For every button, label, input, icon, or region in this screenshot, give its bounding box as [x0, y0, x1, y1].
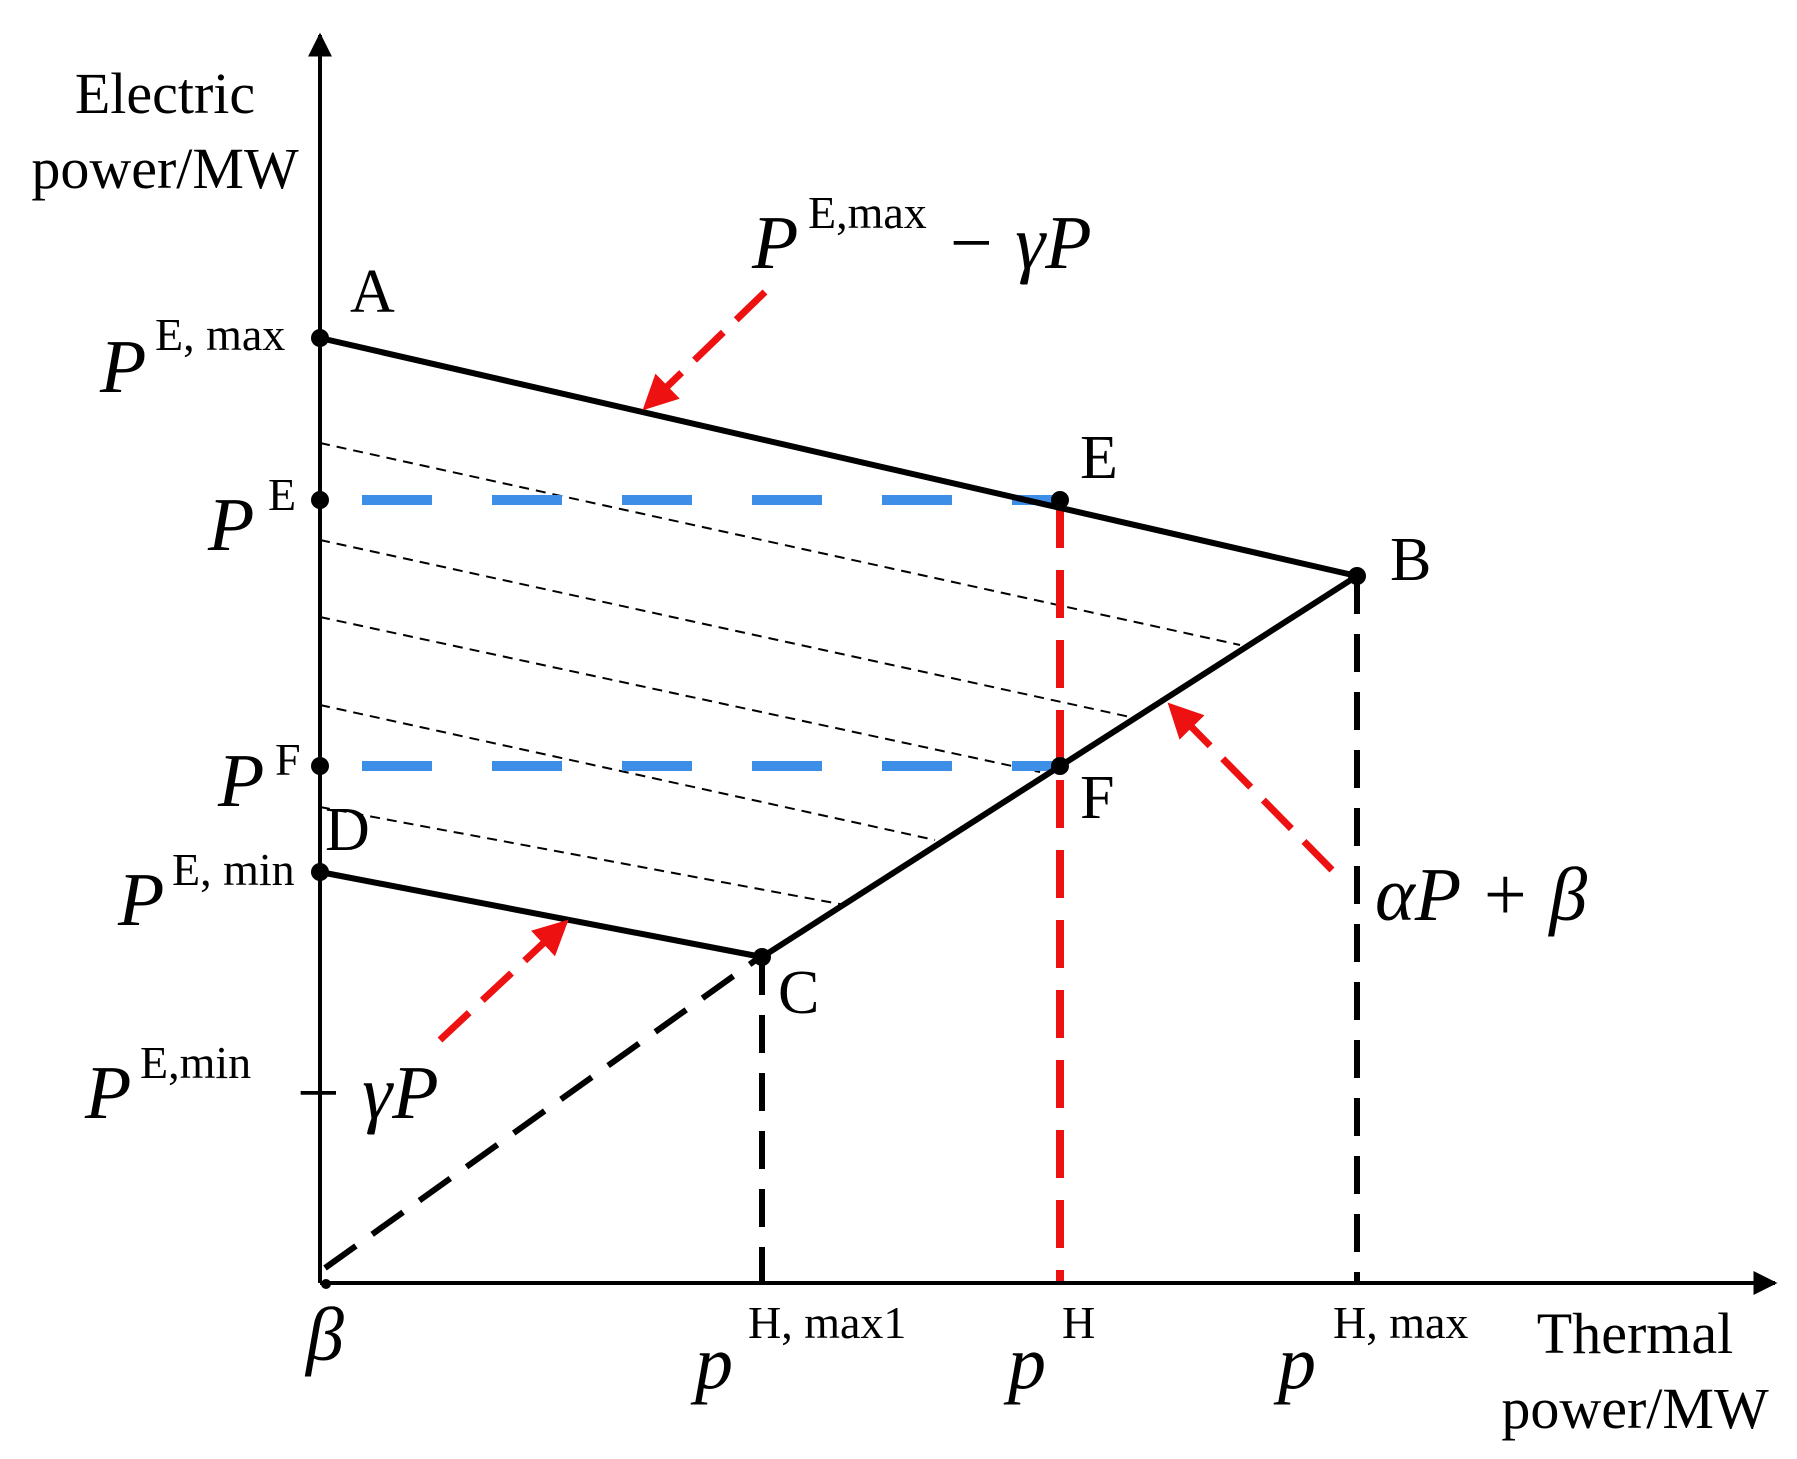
- point-c-label: C: [778, 959, 819, 1027]
- y-tick-e: P E: [207, 469, 296, 567]
- x-tick-hmax-base: p: [1273, 1321, 1316, 1405]
- x-tick-hmax1: p H, max1: [690, 1297, 906, 1405]
- point-d-dot: [311, 863, 329, 881]
- point-b-dot: [1348, 567, 1366, 585]
- y-tick-f-sup: F: [275, 734, 301, 785]
- hatch-line: [319, 616, 1041, 773]
- y-tick-emin-base: P: [117, 858, 164, 942]
- point-f-dot: [1051, 757, 1069, 775]
- upper-formula-base: P: [751, 201, 798, 285]
- x-tick-origin: β: [304, 1293, 344, 1377]
- hatch-line: [319, 539, 1131, 718]
- level-lines: [362, 495, 1060, 771]
- y-tick-emin: P E, min: [117, 844, 295, 942]
- point-b-label: B: [1390, 526, 1431, 594]
- projection-lines: [323, 500, 1360, 1283]
- point-a-label: A: [350, 258, 395, 326]
- y-tick-e-base: P: [207, 483, 254, 567]
- x-tick-hmax: p H, max: [1273, 1297, 1468, 1405]
- annotation-arrows: [437, 289, 1335, 1043]
- x-axis-title-line1: Thermal: [1537, 1301, 1733, 1366]
- axes: [308, 32, 1778, 1295]
- extension-line-origin-to-c: [323, 954, 762, 1271]
- y-axis-title-line1: Electric: [75, 61, 255, 126]
- point-f-label: F: [1080, 764, 1114, 832]
- boundary-a-b: [319, 335, 1358, 579]
- x-tick-h-sup: H: [1062, 1297, 1095, 1348]
- x-tick-hmax1-base: p: [690, 1321, 733, 1405]
- point-d-label: D: [325, 796, 370, 864]
- x-axis-title-line2: power/MW: [1501, 1376, 1769, 1441]
- y-tick-emax: P E, max: [99, 309, 285, 409]
- y-tick-emax-sup: E, max: [155, 309, 285, 360]
- hatch-line: [319, 442, 1241, 646]
- right-boundary-formula: αP + β: [1375, 853, 1587, 937]
- upper-boundary-formula: P E,max − γP: [751, 187, 1092, 285]
- point-pe-dot: [311, 491, 329, 509]
- x-tick-h: p H: [1003, 1297, 1095, 1405]
- y-tick-f-base: P: [217, 739, 264, 823]
- arrow-to-right-boundary: [1167, 702, 1335, 873]
- origin-dot: [321, 1279, 331, 1289]
- upper-formula-sup: E,max: [808, 187, 927, 238]
- x-tick-hmax-sup: H, max: [1333, 1297, 1468, 1348]
- arrow-to-upper-boundary: [642, 289, 768, 411]
- y-tick-emin-sup: E, min: [172, 844, 295, 895]
- point-c-dot: [753, 948, 771, 966]
- point-a-dot: [311, 329, 329, 347]
- lower-formula-tail: − γP: [292, 1051, 439, 1135]
- hatch-line: [319, 806, 846, 906]
- hatch-lines: [319, 442, 1241, 906]
- y-tick-f: P F: [217, 734, 301, 823]
- upper-formula-tail: − γP: [945, 201, 1092, 285]
- region-boundary: [319, 335, 1359, 960]
- arrow-to-lower-boundary: [437, 919, 569, 1043]
- lower-boundary-formula: P E,min − γP: [84, 1037, 439, 1135]
- x-tick-hmax1-sup: H, max1: [748, 1297, 906, 1348]
- y-tick-e-sup: E: [268, 469, 296, 520]
- boundary-c-d: [319, 869, 763, 960]
- vertex-dots: [311, 329, 1366, 1289]
- hatch-line: [320, 617, 1130, 717]
- hatch-line: [319, 704, 936, 841]
- x-tick-h-base: p: [1003, 1321, 1046, 1405]
- point-e-label: E: [1080, 424, 1118, 492]
- point-pf-dot: [311, 757, 329, 775]
- y-axis-title-line2: power/MW: [31, 136, 299, 201]
- lower-formula-sup: E,min: [140, 1037, 251, 1088]
- point-e-dot: [1051, 491, 1069, 509]
- y-tick-emax-base: P: [99, 325, 146, 409]
- lower-formula-base: P: [84, 1051, 131, 1135]
